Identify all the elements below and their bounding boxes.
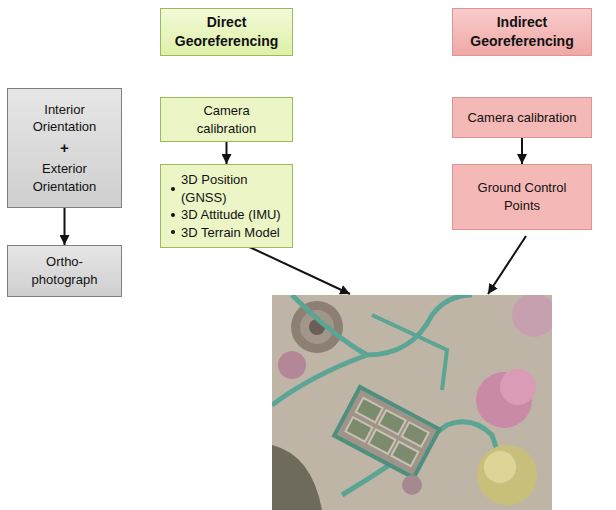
bullet-dot <box>171 187 175 191</box>
bullet-dot <box>171 230 175 234</box>
bullet-item: 3D Terrain Model <box>171 224 280 242</box>
arrow-connector <box>521 138 523 164</box>
process-box: Camera calibration <box>452 97 592 138</box>
box-text: Direct Georeferencing <box>175 13 278 51</box>
orientation-box: Interior Orientation+Exterior Orientatio… <box>7 88 122 208</box>
box-text: Ortho- photograph <box>22 253 107 288</box>
arrow-line <box>488 236 526 294</box>
list-text: 3D Terrain Model <box>181 224 280 242</box>
arrow-connector <box>64 208 66 245</box>
bullet-dot <box>171 213 175 217</box>
list-text: 3D Position (GNSS) <box>181 171 284 206</box>
box-text: Interior Orientation <box>22 101 107 136</box>
process-box: Camera calibration <box>160 97 293 142</box>
bullet-item: 3D Attitude (IMU) <box>171 206 281 224</box>
box-text: Camera calibration <box>175 102 278 137</box>
method-header: Direct Georeferencing <box>160 8 293 56</box>
box-text: Camera calibration <box>467 109 576 127</box>
arrow-connector <box>226 142 228 164</box>
box-text: Ground Control Points <box>467 179 577 214</box>
method-header: Indirect Georeferencing <box>452 8 592 56</box>
process-box: Ground Control Points <box>452 164 592 230</box>
input-list-box: 3D Position (GNSS)3D Attitude (IMU)3D Te… <box>160 164 293 248</box>
box-text: Indirect Georeferencing <box>467 13 577 51</box>
list-text: 3D Attitude (IMU) <box>181 206 281 224</box>
box-text: Exterior Orientation <box>22 160 107 195</box>
bullet-item: 3D Position (GNSS) <box>171 171 284 206</box>
output-box: Ortho- photograph <box>7 245 122 297</box>
aerial-photo <box>272 295 552 510</box>
plus-sign: + <box>60 138 69 158</box>
